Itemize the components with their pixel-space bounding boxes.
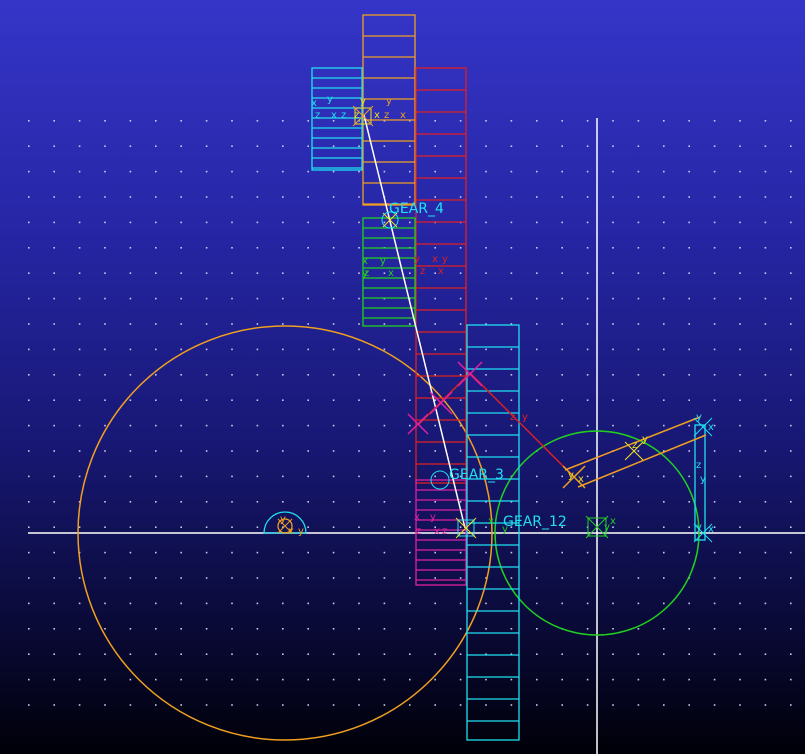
svg-text:z: z [384,110,389,121]
svg-text:y: y [568,470,574,481]
joint-marker-gear4[interactable] [381,211,399,229]
svg-text:y: y [696,412,702,423]
svg-text:x: x [374,110,380,121]
joint-marker-mid[interactable] [407,361,483,435]
gear-12-label[interactable]: GEAR_12 [503,514,567,530]
svg-text:y: y [327,94,333,105]
svg-text:y: y [430,512,436,523]
svg-text:x: x [331,110,337,121]
svg-text:y: y [696,522,702,533]
svg-text:z: z [416,526,421,537]
red-rack[interactable] [415,67,467,484]
svg-text:z: z [510,412,515,423]
svg-text:y: y [522,412,528,423]
svg-text:x: x [414,512,420,523]
svg-text:x: x [311,98,317,109]
svg-text:z: z [632,440,637,451]
svg-text:z: z [315,110,320,121]
svg-text:y: y [442,254,448,265]
svg-text:x: x [488,516,494,527]
joint-marker-top[interactable] [352,105,374,127]
svg-text:y: y [280,514,286,525]
svg-text:x: x [434,526,440,537]
dot-grid [28,120,792,706]
joint-marker-right[interactable] [562,417,713,543]
svg-text:x: x [610,516,616,527]
gear-hub-left[interactable] [263,511,307,534]
svg-text:y: y [362,268,368,279]
white-link[interactable] [363,114,466,529]
svg-text:y: y [642,434,648,445]
svg-text:z: z [364,268,369,279]
svg-text:x: x [362,256,368,267]
svg-text:x: x [400,110,406,121]
svg-text:x: x [708,524,714,535]
gear-3-label[interactable]: GEAR_3 [449,467,504,483]
orange-rack[interactable] [362,14,416,206]
svg-text:x: x [578,474,584,485]
svg-text:z: z [420,266,425,277]
small-gear-circle[interactable] [494,430,700,636]
svg-text:x: x [288,526,294,537]
svg-text:y: y [380,256,386,267]
svg-text:z: z [354,110,359,121]
svg-text:y: y [700,474,706,485]
svg-text:y: y [414,254,420,265]
svg-text:x: x [432,254,438,265]
joint-marker-gear3[interactable] [430,470,477,539]
svg-text:x: x [438,266,444,277]
svg-text:y: y [502,524,508,535]
svg-text:z: z [442,526,447,537]
svg-text:z: z [341,110,346,121]
svg-text:z: z [696,460,701,471]
svg-text:x: x [388,268,394,279]
svg-text:y: y [360,96,366,107]
svg-text:y: y [604,522,610,533]
svg-text:y: y [298,526,304,537]
orange-link-arm[interactable] [564,416,707,488]
gear-4-label[interactable]: GEAR_4 [389,201,444,217]
cyan-rack-top[interactable] [311,67,363,171]
svg-text:x: x [708,422,714,433]
svg-text:y: y [386,96,392,107]
red-link-long[interactable] [469,372,576,479]
cyan-slider-bar[interactable] [694,424,706,541]
large-gear-circle[interactable] [77,325,493,741]
